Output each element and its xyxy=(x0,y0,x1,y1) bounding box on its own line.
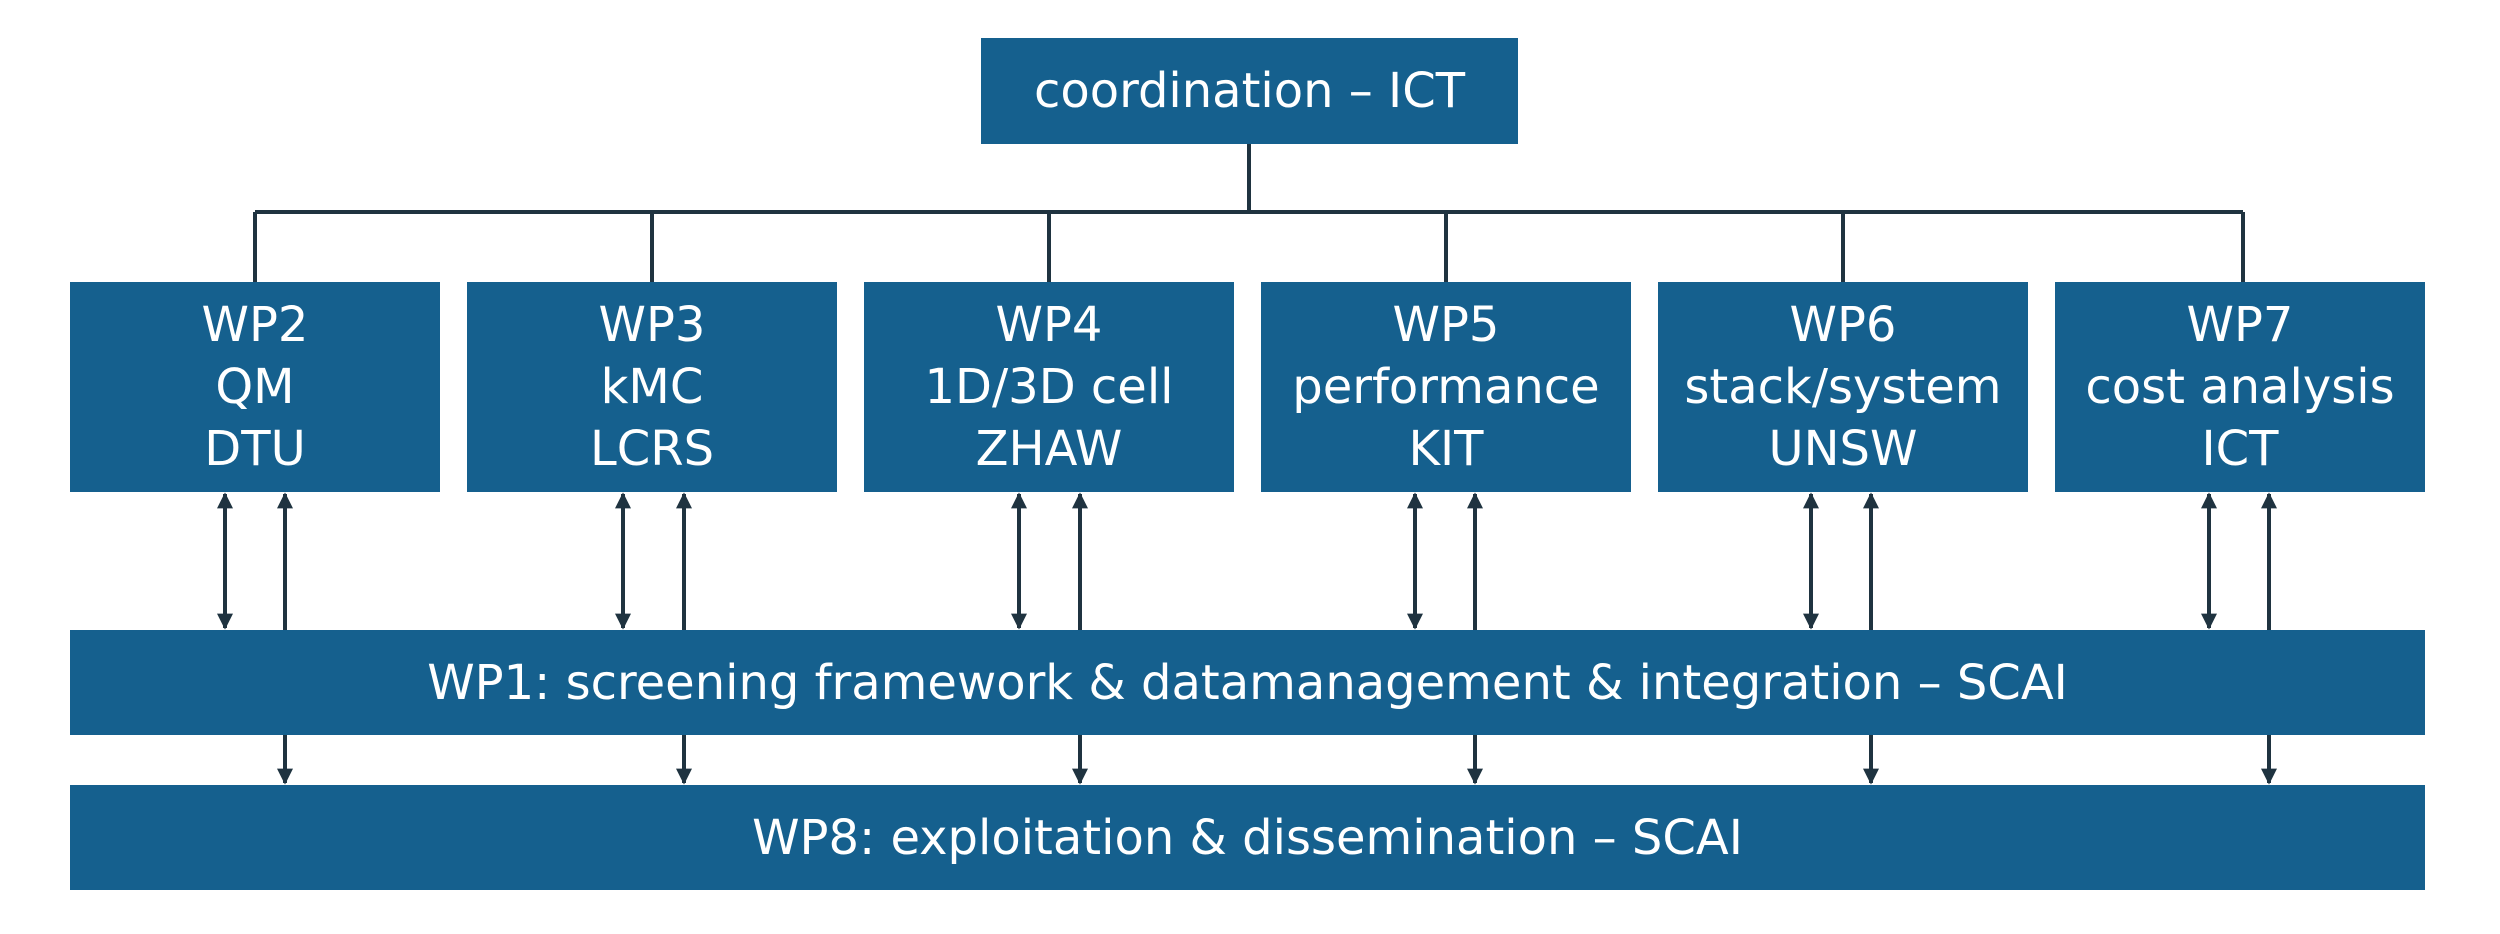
wp-topic: kMC xyxy=(600,359,704,415)
wp7-box: WP7 cost analysis ICT xyxy=(2055,282,2425,492)
wp-topic: stack/system xyxy=(1684,359,2002,415)
wp1-bar: WP1: screening framework & datamanagemen… xyxy=(70,630,2425,735)
wp1-label: WP1: screening framework & datamanagemen… xyxy=(427,654,2068,711)
wp2-box: WP2 QM DTU xyxy=(70,282,440,492)
wp-partner: UNSW xyxy=(1768,421,1918,477)
wp5-box: WP5 performance KIT xyxy=(1261,282,1631,492)
wp-id: WP2 xyxy=(201,297,309,353)
wp4-box: WP4 1D/3D cell ZHAW xyxy=(864,282,1234,492)
wp-topic: cost analysis xyxy=(2085,359,2395,415)
wp-partner: KIT xyxy=(1408,421,1484,477)
wp-id: WP4 xyxy=(995,297,1103,353)
wp-topic: 1D/3D cell xyxy=(924,359,1174,415)
wp-partner: ICT xyxy=(2201,421,2279,477)
wp8-label: WP8: exploitation & dissemination – SCAI xyxy=(752,809,1743,866)
wp-topic: QM xyxy=(215,359,295,415)
wp6-box: WP6 stack/system UNSW xyxy=(1658,282,2028,492)
wp8-bar: WP8: exploitation & dissemination – SCAI xyxy=(70,785,2425,890)
wp-id: WP6 xyxy=(1789,297,1897,353)
wp-partner: LCRS xyxy=(589,421,715,477)
wp-id: WP5 xyxy=(1392,297,1500,353)
wp-id: WP7 xyxy=(2186,297,2294,353)
coordination-label: coordination – ICT xyxy=(1033,63,1466,119)
wp3-box: WP3 kMC LCRS xyxy=(467,282,837,492)
wp-partner: ZHAW xyxy=(975,421,1123,477)
wp-topic: performance xyxy=(1292,359,1600,415)
wp-partner: DTU xyxy=(204,421,306,477)
wp-id: WP3 xyxy=(598,297,706,353)
coordination-box: coordination – ICT xyxy=(981,38,1518,144)
